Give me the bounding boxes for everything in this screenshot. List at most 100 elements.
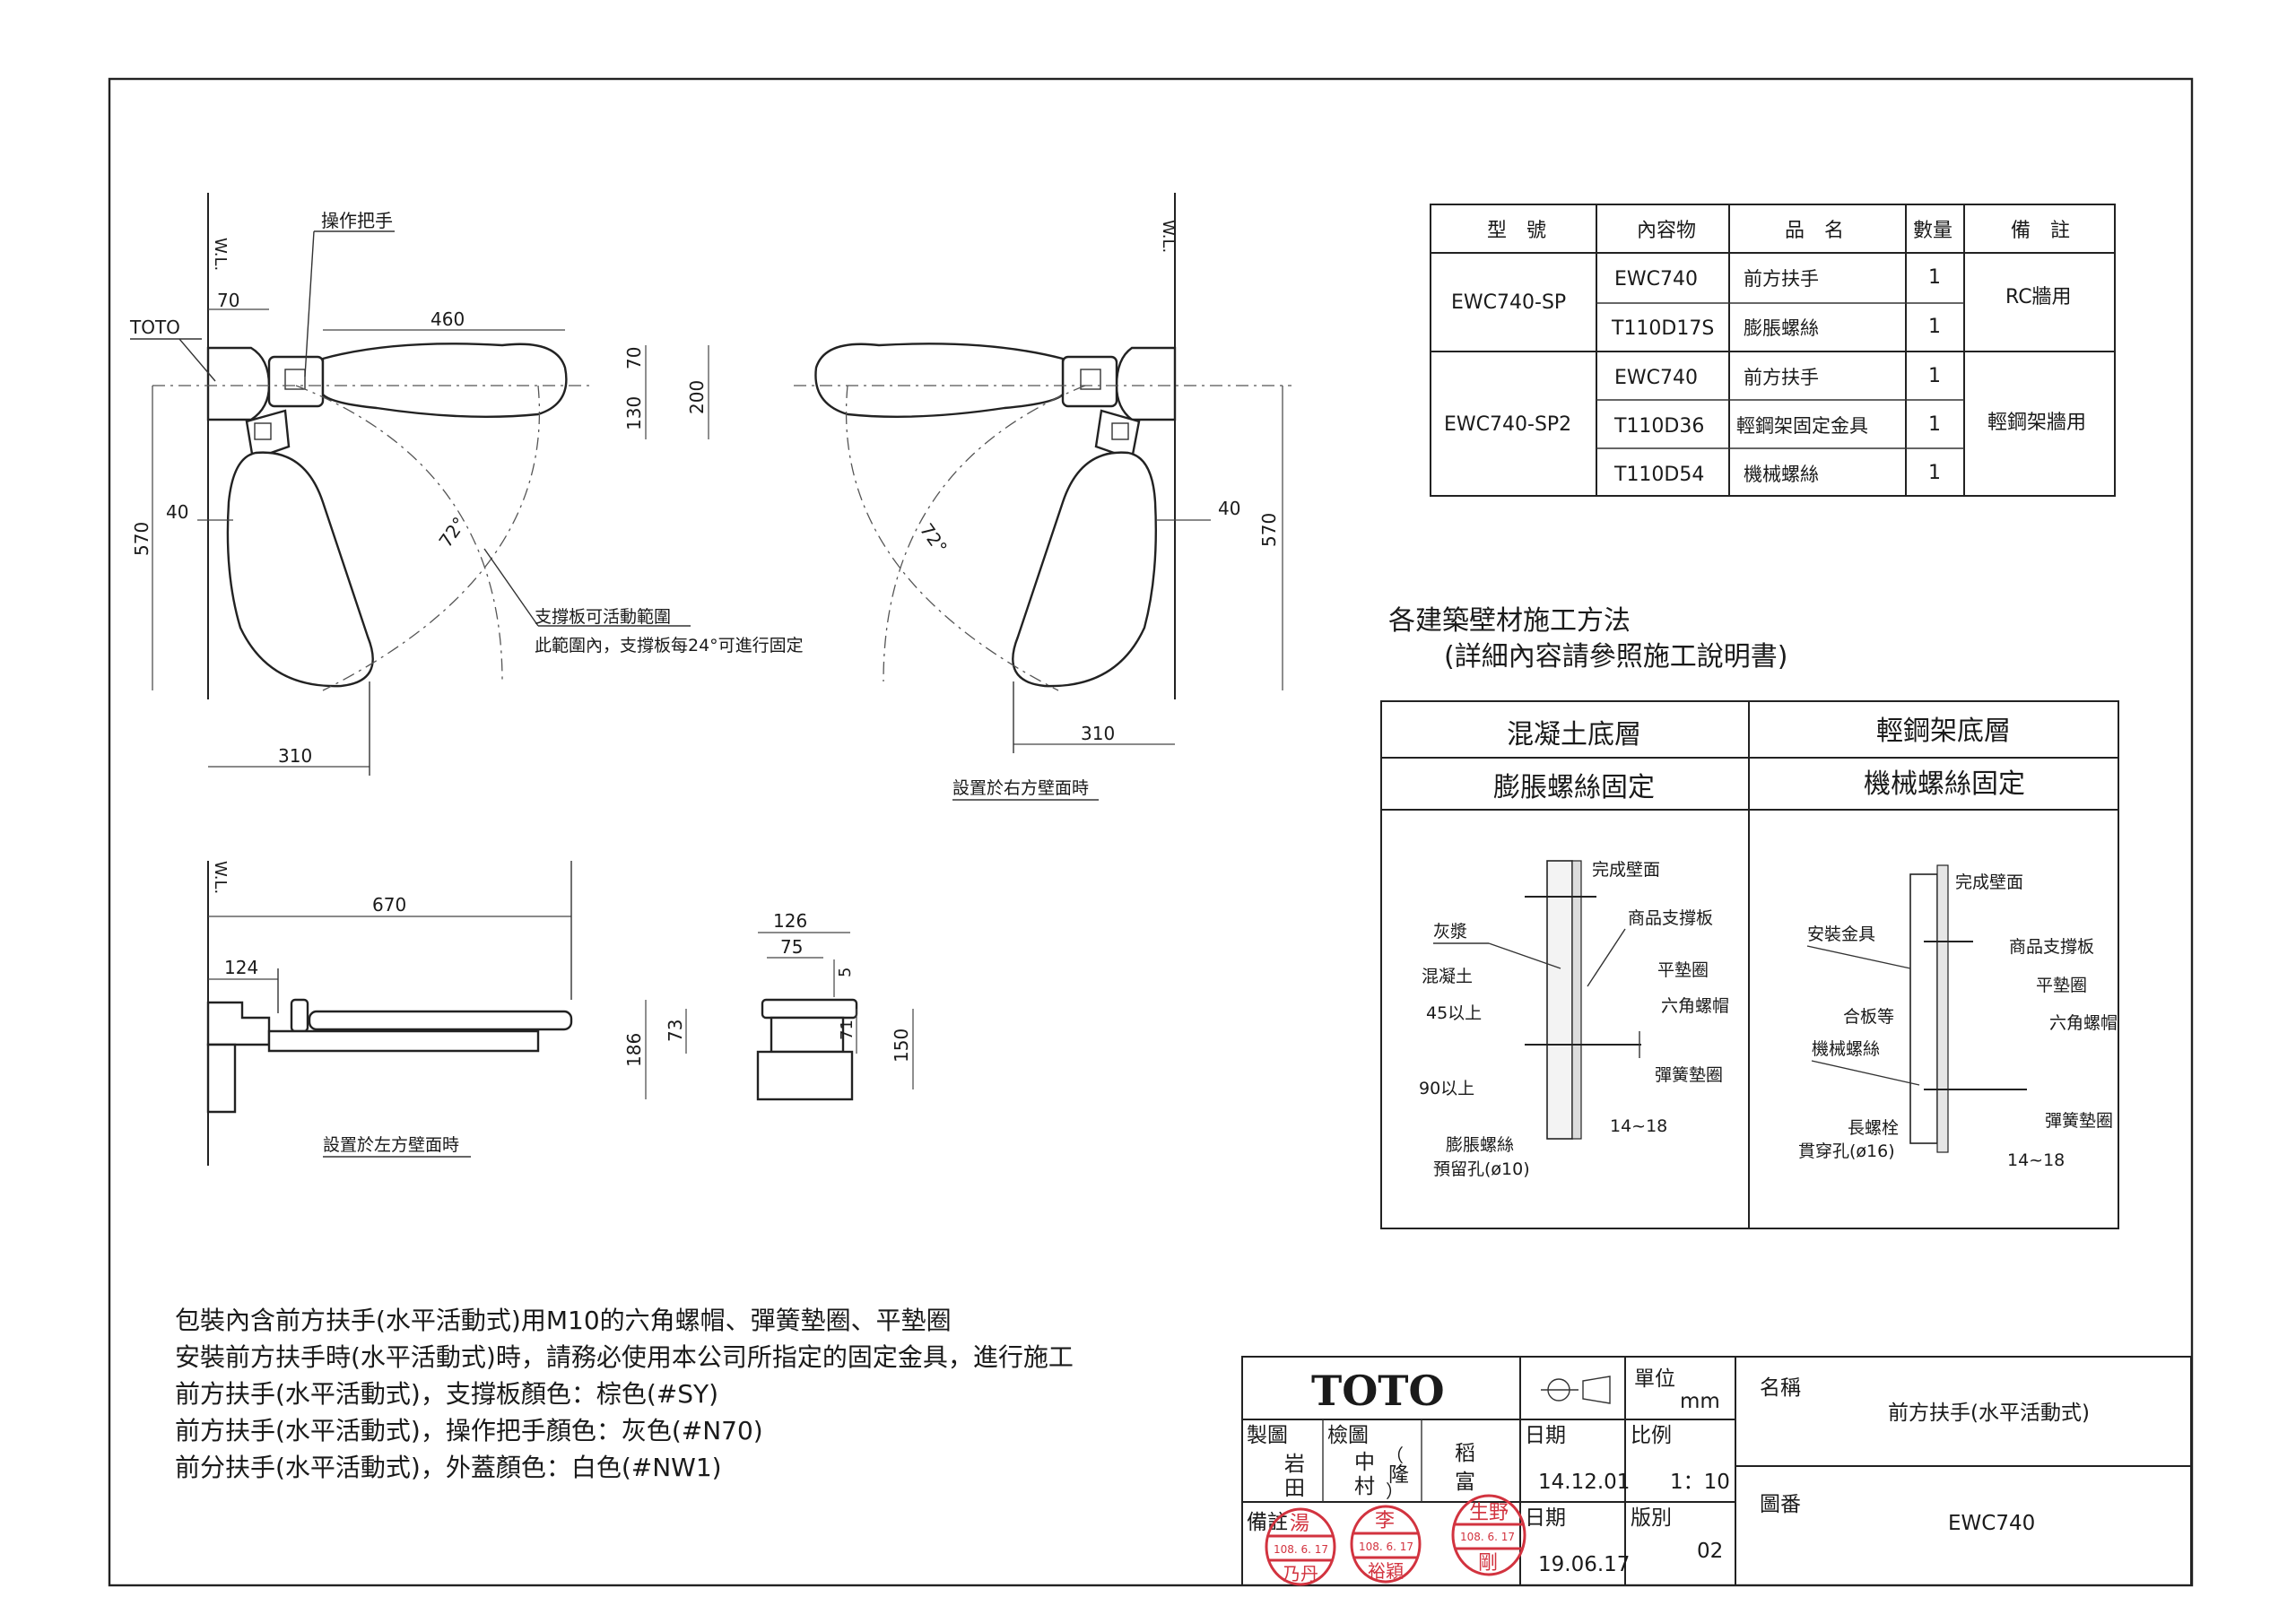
table-cell: 前方扶手 [1744, 367, 1819, 388]
th-qty: 數量 [1913, 220, 1952, 242]
support-plate-label: 商品支撐板 [1628, 908, 1713, 928]
concrete-wall [1546, 860, 1573, 1140]
drawn-by: 岩 [1284, 1453, 1305, 1476]
dim-570: 570 [131, 522, 152, 556]
drawn-by: 田 [1284, 1477, 1305, 1500]
support-plate-label-2: 商品支撐板 [2009, 937, 2094, 957]
dim-40-right: 40 [1218, 498, 1240, 519]
machine-screw-label: 機械螺絲 [1812, 1039, 1880, 1059]
wall-methods-subheading: (詳細內容請參照施工說明書) [1444, 641, 1787, 673]
concrete-label: 混凝土 [1422, 967, 1473, 986]
front-armrest [761, 998, 858, 1020]
dim-130: 130 [623, 396, 645, 430]
dim-126: 126 [773, 910, 807, 932]
date2-value: 19.06.17 [1538, 1553, 1630, 1576]
side-handle [290, 998, 309, 1033]
lock-icon [254, 422, 272, 440]
name-label: 名稱 [1760, 1376, 1801, 1400]
approved-by: 富 [1455, 1471, 1475, 1494]
model-sp2: EWC740-SP2 [1444, 413, 1571, 436]
dim-670: 670 [372, 894, 406, 916]
plywood-label: 合板等 [1843, 1007, 1894, 1027]
dim-75: 75 [780, 936, 803, 958]
svg-text:裕穎: 裕穎 [1368, 1560, 1404, 1582]
dim-150: 150 [891, 1028, 912, 1063]
scale-value: 1：10 [1670, 1471, 1730, 1494]
contents-table: 型 號 內容物 品 名 數量 備 註 EWC740-SP RC牆用 EWC740… [1430, 204, 2116, 497]
mount-bracket-label: 安裝金具 [1807, 924, 1875, 944]
checked-by: （ [1386, 1445, 1404, 1466]
scale-label: 比例 [1631, 1424, 1672, 1447]
svg-text:生野: 生野 [1469, 1502, 1509, 1524]
wall-bracket-right [1115, 346, 1177, 421]
unit-value: mm [1680, 1390, 1720, 1413]
plan-view-left: W.L. 70 460 70 130 200 40 570 310 72° [129, 193, 804, 776]
hinge-block-right [1061, 355, 1118, 408]
remark-rc: RC牆用 [2005, 286, 2072, 308]
toto-logo: TOTO [1311, 1367, 1445, 1415]
dim-460: 460 [430, 308, 465, 330]
handle-lock-icon [284, 369, 306, 390]
toto-label: TOTO [129, 317, 180, 338]
side-wall-plate [206, 1043, 237, 1114]
spring-washer-label: 彈簧墊圈 [1655, 1065, 1723, 1085]
range-note-2: 此範圍內，支撐板每24°可進行固定 [535, 636, 804, 655]
side-armrest [308, 1010, 573, 1031]
flat-washer-label-2: 平墊圈 [2036, 976, 2087, 995]
dim-70: 70 [217, 290, 239, 311]
table-cell: 1 [1928, 316, 1941, 338]
long-bolt-label: 長螺栓 [1848, 1118, 1899, 1138]
left-wall-caption: 設置於左方壁面時 [323, 1135, 459, 1155]
front-bracket-top [770, 1016, 845, 1054]
notes: 包裝內含前方扶手(水平活動式)用M10的六角螺帽、彈簧墊圈、平墊圈 安裝前方扶手… [175, 1306, 1074, 1482]
version-value: 02 [1697, 1540, 1723, 1563]
date-value: 14.12.01 [1538, 1471, 1630, 1494]
model-sp: EWC740-SP [1451, 291, 1566, 314]
dim-124: 124 [224, 957, 258, 978]
dim-310-right: 310 [1081, 723, 1115, 744]
wl-label-side: W.L. [211, 861, 230, 894]
version-label: 版別 [1631, 1506, 1672, 1530]
unit-label: 單位 [1634, 1367, 1675, 1391]
dim-200: 200 [686, 380, 708, 414]
wl-label-right: W.L. [1159, 220, 1178, 253]
mortar-label: 灰漿 [1433, 922, 1467, 942]
right-wall-caption: 設置於右方壁面時 [952, 778, 1089, 798]
stud-frame [1909, 873, 1938, 1144]
date-label: 日期 [1525, 1424, 1566, 1447]
checked-by: 村 [1354, 1475, 1375, 1498]
concrete-title: 混凝土底層 [1507, 719, 1641, 751]
checked-by: ） [1386, 1480, 1404, 1502]
steel-subtitle: 機械螺絲固定 [1864, 768, 2025, 800]
side-bracket [206, 1001, 271, 1046]
dim-14-18-b: 14~18 [2007, 1150, 2065, 1170]
handle-label: 操作把手 [321, 210, 393, 231]
plywood-layer [1936, 864, 1949, 1153]
table-cell: 1 [1928, 462, 1941, 484]
svg-text:108. 6. 17: 108. 6. 17 [1359, 1541, 1413, 1553]
approved-by: 稻 [1455, 1442, 1475, 1465]
approval-stamp: 湯 108. 6. 17 乃丹 [1265, 1507, 1336, 1586]
date2-label: 日期 [1525, 1506, 1566, 1530]
table-cell: 1 [1928, 413, 1941, 436]
steel-title: 輕鋼架底層 [1876, 716, 2011, 747]
plan-view-right: W.L. 40 570 310 72° 設置於右方壁面時 [794, 193, 1292, 801]
lock-icon-right [1111, 422, 1129, 440]
svg-text:剛: 剛 [1478, 1552, 1498, 1575]
checked-by: 中 [1354, 1451, 1375, 1474]
svg-text:108. 6. 17: 108. 6. 17 [1460, 1531, 1515, 1543]
svg-text:乃丹: 乃丹 [1283, 1563, 1318, 1584]
finished-wall-label-2: 完成壁面 [1955, 872, 2023, 892]
drawn-label: 製圖 [1247, 1424, 1288, 1447]
th-item: 品 名 [1785, 220, 1844, 242]
table-cell: T110D36 [1613, 415, 1704, 438]
min-90-label: 90以上 [1419, 1079, 1474, 1098]
dim-71: 71 [838, 1020, 857, 1040]
dim-570-right: 570 [1258, 513, 1280, 547]
dim-73: 73 [665, 1020, 686, 1042]
name-value: 前方扶手(水平活動式) [1888, 1402, 2090, 1425]
svg-text:湯: 湯 [1290, 1513, 1309, 1535]
min-45-label: 45以上 [1426, 1003, 1482, 1023]
remark-steel: 輕鋼架牆用 [1987, 412, 2086, 434]
